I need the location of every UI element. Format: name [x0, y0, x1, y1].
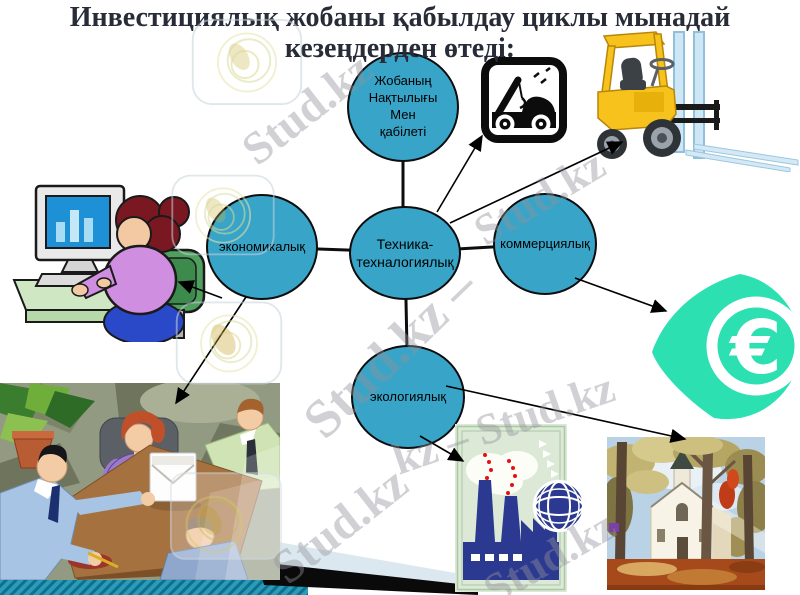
woman-red-hair: [121, 411, 160, 441]
circle-economic: экономикалық: [206, 194, 318, 300]
circle-ecological: экологиялық: [351, 345, 465, 449]
slide-title: Инвестициялық жобаны қабылдау циклы мына…: [0, 2, 800, 64]
studkz-watermark-text: Stud.kz: [262, 456, 418, 595]
circle-technical-technological: Техника- техналогиялық: [349, 206, 461, 300]
forklift-seat: [621, 57, 643, 87]
euro-symbol: €: [728, 305, 782, 391]
euro-currency-badge: €: [652, 274, 800, 420]
globe-icon: [532, 479, 585, 533]
circle-commercial: коммерциялық: [493, 193, 597, 295]
forklift-roof: [602, 31, 666, 49]
business-meeting-clipart: [0, 383, 280, 580]
forklift-clipart: [597, 31, 799, 172]
slide-title-line2: кезеңдерден өтеді:: [284, 33, 516, 64]
circle-bottom-label: экологиялық: [369, 388, 447, 404]
circle-top-label: Жобаның Нақтылығы Мен қабілеті: [368, 73, 438, 139]
white-chevrons: [539, 440, 559, 478]
circle-project-feasibility: Жобаның Нақтылығы Мен қабілеті: [347, 52, 459, 162]
pencil: [87, 551, 119, 569]
circle-left-label: экономикалық: [218, 238, 306, 254]
footer-teal-striped-band: [0, 578, 308, 595]
footer-light-wedge: [260, 542, 478, 589]
woman-at-computer-clipart: [12, 184, 206, 342]
steering-wheel: [649, 58, 675, 70]
fork-tines: [693, 143, 799, 166]
crane-boom: [494, 76, 522, 118]
tree-trunk: [615, 442, 627, 562]
factory-ecology-card: [455, 424, 585, 592]
slide-title-line1: Инвестициялық жобаны қабылдау циклы мына…: [69, 2, 731, 33]
arched-window: [676, 503, 688, 521]
circle-right-label: коммерциялық: [500, 235, 590, 251]
factory-silhouette: [463, 480, 559, 580]
crane-hook: [519, 97, 527, 110]
tow-truck-icon: [481, 57, 567, 143]
arrow-to-tow-truck: [436, 134, 483, 213]
church-autumn-painting: [607, 437, 765, 590]
church-door: [677, 537, 688, 559]
circle-center-label: Техника- техналогиялық: [356, 235, 454, 270]
man-black-hair: [38, 444, 67, 463]
footer-black-wedge: [258, 562, 478, 595]
screen-bar-chart: [56, 222, 65, 242]
